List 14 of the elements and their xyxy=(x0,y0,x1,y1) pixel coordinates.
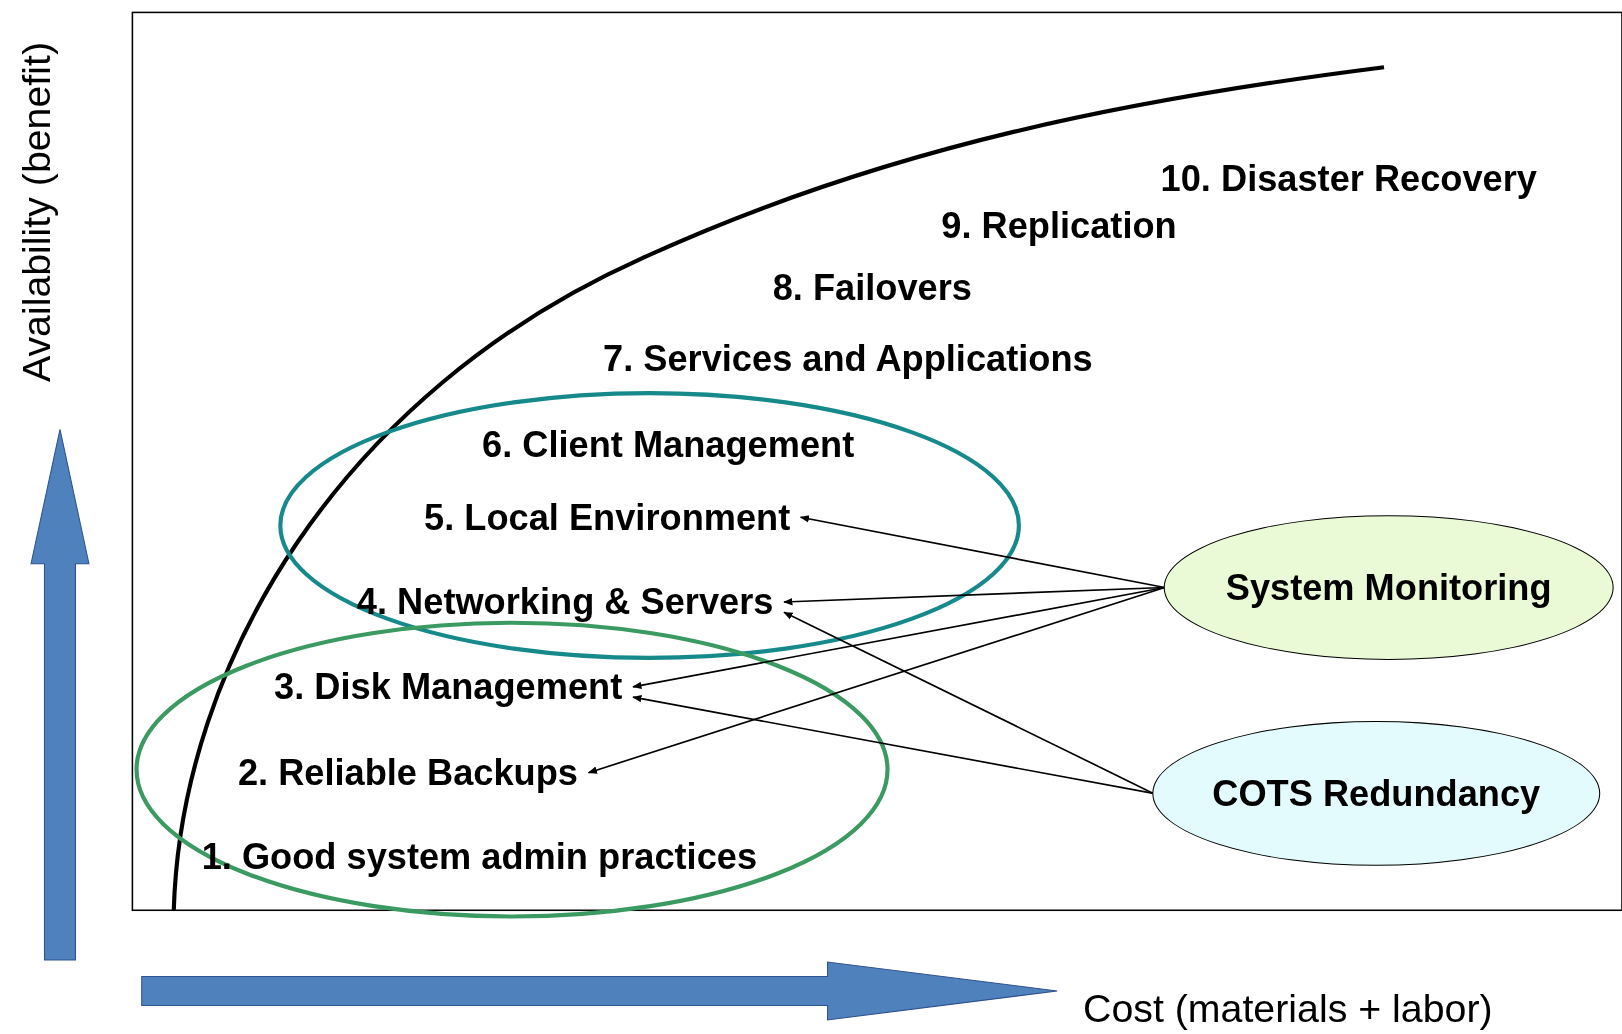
item-label: 2. Reliable Backups xyxy=(237,752,578,794)
arrow xyxy=(587,586,1166,774)
item-label: 9. Replication xyxy=(941,204,1177,247)
axis-title: Availability (benefit) xyxy=(13,42,59,383)
ellipse-node: COTS Redundancy xyxy=(1152,721,1601,866)
ellipse-node: System Monitoring xyxy=(1163,515,1614,660)
item-label: 8. Failovers xyxy=(772,266,972,309)
item-label: 5. Local Environment xyxy=(424,496,791,538)
axis-title: Cost (materials + labor) xyxy=(1083,985,1493,1032)
item-label: 7. Services and Applications xyxy=(603,338,1093,380)
item-label: 10. Disaster Recovery xyxy=(1160,158,1537,200)
item-label: 6. Client Management xyxy=(482,424,855,466)
item-label: 3. Disk Management xyxy=(274,666,623,708)
arrow xyxy=(799,515,1166,589)
